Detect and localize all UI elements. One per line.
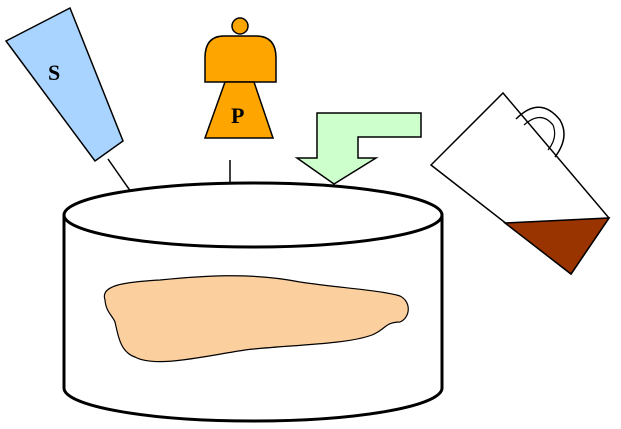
dish-rim — [62, 181, 444, 249]
jug-handle-inner — [523, 116, 556, 151]
shaker-label: S — [48, 60, 60, 85]
jug-icon — [429, 91, 611, 276]
jug-liquid — [502, 217, 611, 276]
shaker-body — [4, 6, 124, 163]
weight-knob — [231, 17, 249, 35]
jug-handle — [515, 106, 565, 158]
chute-arrow-icon — [294, 112, 422, 185]
shaker-s-icon: S — [4, 6, 124, 163]
weight-top — [204, 35, 277, 83]
weight-label: P — [231, 103, 244, 128]
chute-shape — [294, 112, 422, 185]
weight-base — [203, 81, 275, 139]
weight-p-icon: P — [203, 17, 277, 139]
food-blob-icon — [103, 275, 409, 363]
